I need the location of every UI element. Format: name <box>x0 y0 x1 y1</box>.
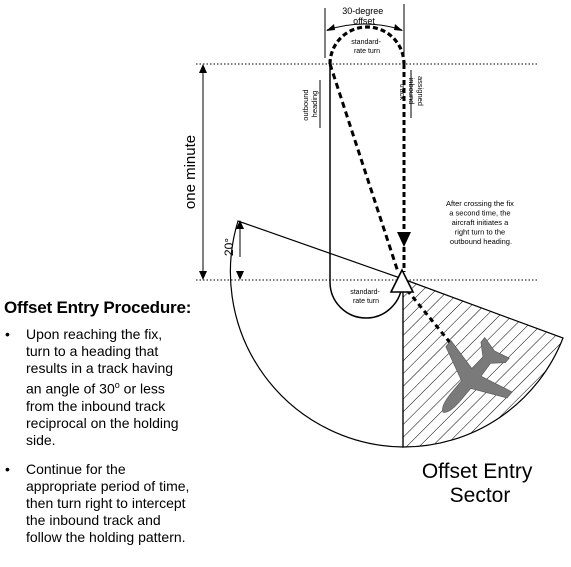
procedure-steps: • Upon reaching the fix, turn to a headi… <box>4 326 216 546</box>
angle-20-arrow <box>236 220 244 229</box>
step-2-line-5: follow the holding pattern. <box>26 528 186 545</box>
entry-sector-arc <box>229 220 404 448</box>
procedure-step-1: • Upon reaching the fix, turn to a headi… <box>4 326 216 449</box>
bottom-turn-label: standard- rate turn <box>350 289 382 305</box>
step-1-line-4-end: or less <box>119 380 165 397</box>
procedure-step-2: • Continue for the appropriate period of… <box>4 461 216 546</box>
turn-note: After crossing the fix a second time, th… <box>446 199 516 246</box>
offset-outbound-track <box>328 63 400 273</box>
aircraft-icon <box>442 337 513 413</box>
step-2-line-4: the inbound track and <box>26 511 161 528</box>
top-standard-rate-turn <box>328 25 406 65</box>
dimension-arrow-down <box>199 271 207 280</box>
top-turn-label: standard- rate turn <box>351 39 383 55</box>
offset-label: 30-degree offset <box>342 6 386 26</box>
one-minute-label: one minute <box>182 135 199 209</box>
step-1-line-3: results in a track having <box>26 360 174 376</box>
procedure-heading: Offset Entry Procedure: <box>4 298 192 317</box>
angle-20-arrow-low <box>236 271 244 280</box>
fix-triangle <box>389 268 415 293</box>
angle-20-label: 20° <box>222 238 236 256</box>
offset-arc-arrow-left <box>326 24 335 31</box>
step-1-line-7: side. <box>26 431 56 448</box>
inbound-arrowhead <box>397 232 411 247</box>
assigned-inbound-label: assigned inbound track <box>398 76 425 108</box>
step-1-line-4: an angle of 30 <box>26 380 115 397</box>
outbound-heading-label: outbound heading <box>301 87 319 120</box>
offset-arc-arrow-right <box>394 24 403 31</box>
step-2-line-1: Continue for the <box>26 460 126 477</box>
dimension-arrow-up <box>199 64 207 73</box>
bullet-icon: • <box>5 460 10 477</box>
degree-mark: o <box>114 380 120 390</box>
step-2-line-2: appropriate period of time, <box>26 477 190 494</box>
holding-pattern <box>329 64 403 319</box>
step-1-line-1: Upon reaching the fix, <box>26 326 163 342</box>
step-2-line-3: then turn right to intercept <box>26 494 186 511</box>
bullet-icon: • <box>5 326 10 342</box>
step-1-line-5: from the inbound track <box>26 397 166 414</box>
outbound-continuation <box>405 289 454 346</box>
sector-title: Offset Entry Sector <box>422 460 538 507</box>
step-1-line-2: turn to a heading that <box>26 343 159 359</box>
step-1-line-6: reciprocal on the holding <box>26 414 179 431</box>
procedure-panel: Offset Entry Procedure: • Upon reaching … <box>4 298 216 558</box>
